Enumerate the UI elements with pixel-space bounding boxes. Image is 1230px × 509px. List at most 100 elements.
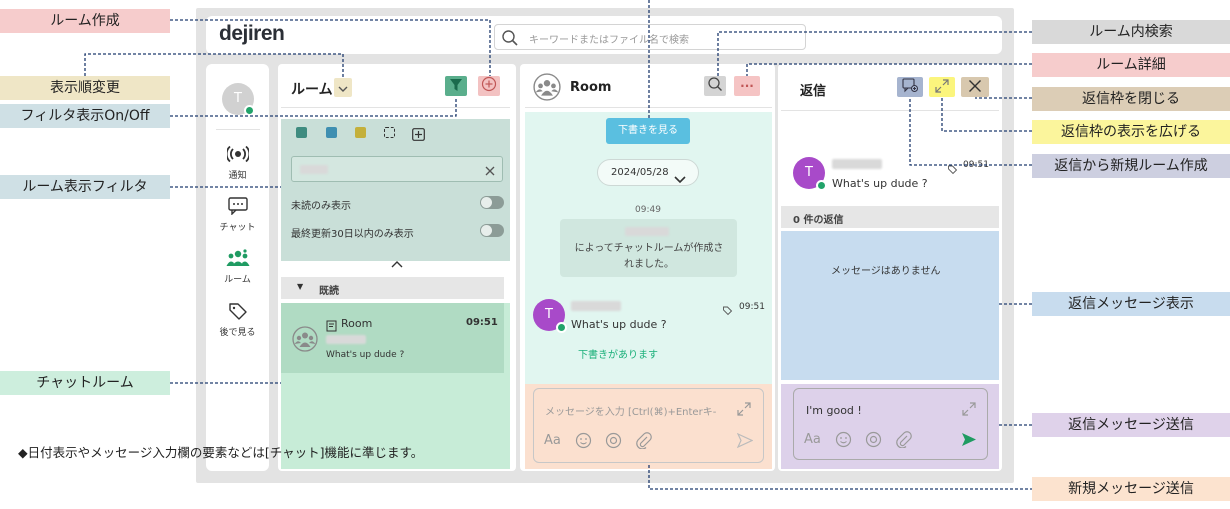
search-icon [501, 29, 519, 51]
format-button[interactable]: Aa [544, 433, 561, 448]
clear-icon[interactable] [484, 162, 496, 181]
reply-count-bar: 0 件の返信 [781, 206, 999, 228]
reply-input-value: I'm good ! [806, 404, 862, 417]
expand-reply-button[interactable] [929, 77, 955, 97]
chat-room-item[interactable] [281, 303, 504, 373]
sort-order-button[interactable] [334, 78, 352, 97]
expand-icon[interactable] [962, 401, 976, 420]
reply-input-area [781, 384, 999, 469]
redacted-text [625, 227, 669, 236]
annotation-chat-room: チャットルーム [0, 371, 170, 395]
emoji-icon[interactable] [575, 432, 592, 453]
more-icon: ··· [740, 79, 754, 93]
room-list-title: ルーム [291, 82, 333, 98]
message-input-placeholder: メッセージを入力 [Ctrl(⌘)+Enterキ- [545, 407, 717, 418]
footnote: ◆日付表示やメッセージ入力欄の要素などは[チャット]機能に準じます。 [18, 445, 424, 460]
annotation-new-room-from-reply: 返信から新規ルーム作成 [1032, 154, 1230, 178]
unread-only-toggle[interactable] [480, 196, 504, 209]
read-section-header[interactable]: ▼ 既読 [281, 277, 504, 299]
online-status-dot [244, 105, 255, 116]
room-title: Room [570, 80, 612, 95]
expand-icon[interactable] [737, 401, 751, 420]
chevron-down-icon [674, 169, 686, 188]
search-input[interactable]: キーワードまたはファイル名で検索 [494, 24, 806, 50]
search-icon [707, 76, 723, 96]
reply-message-list [781, 231, 999, 380]
nav-divider [216, 129, 260, 130]
annotation-expand-reply: 返信枠の表示を広げる [1032, 120, 1230, 144]
close-reply-button[interactable] [961, 77, 989, 97]
mention-icon[interactable] [605, 432, 622, 453]
chat-icon [227, 197, 249, 218]
add-color-filter-icon[interactable] [412, 126, 425, 145]
room-detail-button[interactable]: ··· [734, 76, 760, 96]
system-message: によってチャットルームが作成されました。 [560, 219, 737, 277]
recent-30-days-toggle[interactable] [480, 224, 504, 237]
redacted-text [300, 165, 328, 174]
nav-item-label: ルーム [224, 275, 251, 285]
nav-item-room[interactable]: ルーム [206, 249, 269, 285]
annotation-reply-display: 返信メッセージ表示 [1032, 292, 1230, 316]
section-label: 既読 [319, 286, 339, 297]
annotation-reply-send: 返信メッセージ送信 [1032, 413, 1230, 437]
room-group-icon [292, 326, 318, 356]
nav-item-chat[interactable]: チャット [206, 197, 269, 233]
color-filter-blue[interactable] [326, 127, 337, 138]
room-search-button[interactable] [704, 76, 726, 96]
reply-input[interactable]: I'm good ! Aa [793, 388, 988, 460]
annotation-room-create: ルーム作成 [0, 9, 170, 33]
chevron-down-icon [338, 78, 348, 97]
room-create-button[interactable] [478, 76, 500, 96]
redacted-text [326, 335, 366, 344]
view-draft-button[interactable]: 下書きを見る [606, 118, 690, 144]
divider [781, 110, 999, 111]
reply-title: 返信 [800, 84, 827, 99]
filter-toggle-button[interactable] [445, 76, 467, 96]
attach-icon[interactable] [635, 432, 652, 453]
tag-icon [227, 303, 249, 323]
room-item-name: Room [341, 317, 373, 330]
attach-icon[interactable] [895, 431, 912, 452]
plus-circle-icon [481, 76, 497, 96]
room-item-time: 09:51 [466, 317, 498, 328]
room-filter-input[interactable] [291, 156, 503, 182]
nav-item-label: チャット [219, 223, 256, 233]
new-message-area [525, 384, 772, 469]
broadcast-icon [225, 145, 250, 166]
collapse-filter-icon[interactable] [391, 253, 403, 272]
color-filter-yellow[interactable] [355, 127, 366, 138]
caret-down-icon: ▼ [297, 282, 304, 291]
nav-item-notification[interactable]: 通知 [206, 145, 269, 181]
date-label: 2024/05/28 [611, 167, 669, 178]
app-logo: dejiren [219, 22, 285, 45]
search-placeholder: キーワードまたはファイル名で検索 [529, 35, 689, 46]
message-input[interactable]: メッセージを入力 [Ctrl(⌘)+Enterキ- Aa [533, 388, 764, 463]
date-selector[interactable]: 2024/05/28 [597, 159, 699, 186]
message-text[interactable]: What's up dude ? [571, 318, 667, 331]
send-icon[interactable] [736, 432, 754, 452]
message-time: 09:51 [739, 302, 765, 312]
annotation-room-search: ルーム内検索 [1032, 20, 1230, 44]
color-filter-green[interactable] [296, 127, 307, 138]
funnel-icon [449, 77, 463, 96]
color-filter-none[interactable] [384, 127, 395, 138]
sidebar-nav [206, 64, 269, 471]
expand-icon [935, 78, 949, 97]
tag-icon[interactable] [947, 160, 958, 179]
nav-item-later[interactable]: 後で見る [206, 302, 269, 338]
recent-30-days-label: 最終更新30日以内のみ表示 [291, 229, 414, 240]
nav-item-label: 後で見る [219, 328, 256, 338]
annotation-room-filter: ルーム表示フィルタ [0, 175, 170, 199]
mention-icon[interactable] [865, 431, 882, 452]
system-message-text: によってチャットルームが作成されました。 [574, 243, 724, 270]
emoji-icon[interactable] [835, 431, 852, 452]
edit-note-icon [326, 317, 338, 336]
reply-count: 0 件の返信 [793, 215, 844, 226]
send-icon[interactable] [961, 432, 977, 451]
draft-notice[interactable]: 下書きがあります [578, 350, 658, 361]
new-room-from-reply-button[interactable] [897, 77, 923, 97]
tag-icon[interactable] [722, 301, 733, 320]
divider [281, 107, 510, 108]
format-button[interactable]: Aa [804, 432, 821, 447]
